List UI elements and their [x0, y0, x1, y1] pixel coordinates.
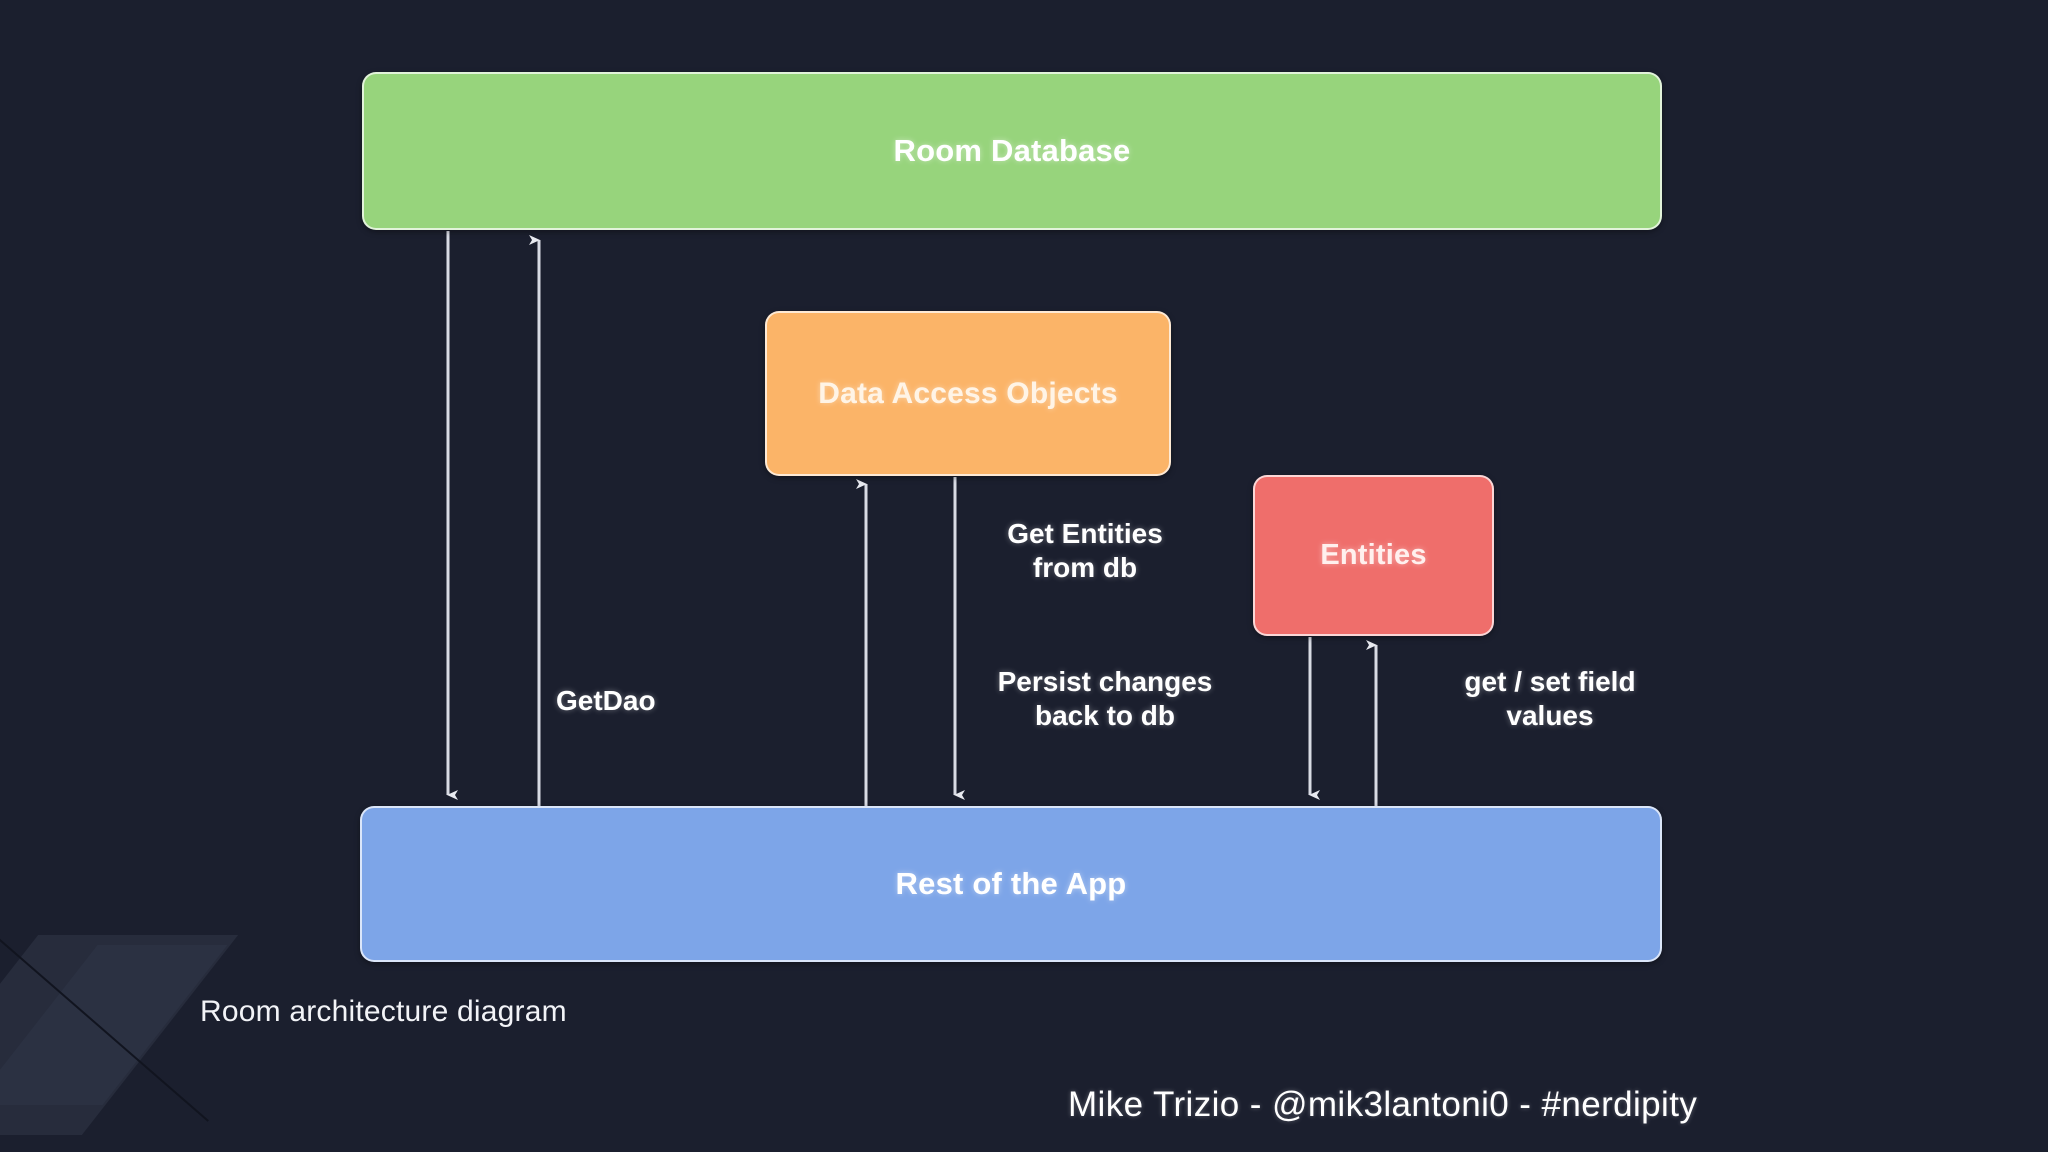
node-rest-of-the-app[interactable]: Rest of the App [360, 806, 1662, 962]
edge-label-get-set-field-values: get / set field values [1464, 666, 1636, 732]
edge-label-persist-changes-back-to-db: Persist changes back to db [997, 666, 1213, 732]
edge-label-get-entities-from-db: Get Entities from db [1007, 518, 1163, 584]
diagram-caption: Room architecture diagram [200, 995, 567, 1028]
node-entities[interactable]: Entities [1253, 475, 1494, 636]
node-room-database-label: Room Database [893, 133, 1131, 168]
node-data-access-objects-label: Data Access Objects [818, 376, 1118, 410]
credit-line: Mike Trizio - @mik3lantoni0 - #nerdipity [1068, 1085, 1698, 1124]
node-rest-of-the-app-label: Rest of the App [895, 866, 1127, 901]
edge-label-getdao: GetDao [556, 685, 656, 716]
node-room-database[interactable]: Room Database [362, 72, 1662, 230]
node-entities-label: Entities [1320, 539, 1427, 571]
node-data-access-objects[interactable]: Data Access Objects [765, 311, 1171, 476]
